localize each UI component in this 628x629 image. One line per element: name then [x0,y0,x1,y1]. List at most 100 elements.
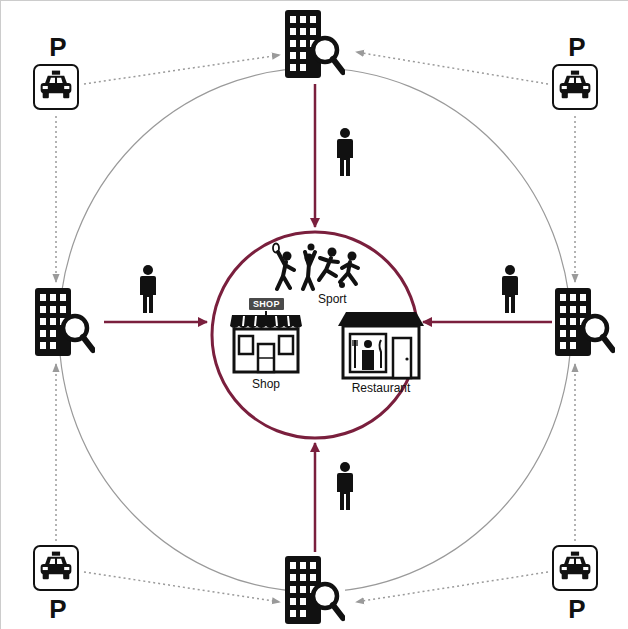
visitor-arrow [104,84,552,552]
shop-outline-part-part [276,316,277,326]
sport-figures-part [339,282,345,288]
shop-outline-part-part [255,316,256,326]
taxi-outline-part [582,92,588,98]
building-search-icon-part [553,286,617,358]
rest-outline-part [350,334,386,372]
rest-outline-part [393,338,411,378]
taxi-outline-part [562,573,568,579]
sport-figures-part [340,262,358,284]
taxi-outline-part [568,78,581,83]
taxi-outline-part [64,86,69,89]
rest-outline-part [353,340,357,346]
rest-outline-part [380,340,382,368]
taxi-outline-part [562,92,568,98]
frame-line-part [0,0,628,1]
rest-outline-part [343,326,419,378]
taxi-outline-part [63,573,69,579]
place-label: Sport [318,293,347,307]
parking-label: P [35,33,81,63]
taxi-outline-part [562,86,567,89]
building-search-icon-part [33,286,97,358]
taxi-outline-part [43,92,49,98]
taxi-outline-part [49,559,62,564]
taxi-parking-box: P [33,64,79,110]
place-label: Restaurant [336,382,426,396]
visitor-arrow-part [314,443,317,552]
taxi-route-part [84,572,280,602]
taxi-outline-part [583,567,588,570]
visitor-arrow-part [104,321,207,324]
shop-icon: SHOPShop [228,298,304,398]
frame-line-part [0,0,1,629]
person-icon [140,128,518,510]
leisure-circle: SportSHOPShopRestaurant [210,230,420,440]
person-icon-part [337,462,353,510]
sport-figures [273,244,358,290]
taxi-parking-box: P [33,545,79,591]
visitor-arrow-part [423,321,552,324]
taxi-route-part [84,55,280,84]
sport-figures-part [348,252,357,261]
taxi-parking-box: P [552,545,598,591]
rest-outline-part [362,350,374,370]
taxi-outline-part [45,76,68,84]
parking-label: P [554,33,600,63]
taxi-outline-part [560,83,591,93]
taxi-outline-part [43,573,49,579]
taxi-outline-part [562,567,567,570]
circle-outline-part [212,232,418,438]
taxi-outline [554,547,596,589]
taxi-outline [554,66,596,108]
rest-outline-part [405,357,408,360]
building-search-icon-part [283,8,347,80]
taxi-outline-part [64,567,69,570]
ring-path [59,68,571,592]
taxi-outline-part [52,552,60,556]
place-label: Shop [228,378,304,392]
rest-outline-part [364,340,372,348]
taxi-outline-part [52,71,60,75]
taxi-outline-part [41,83,72,93]
shop-outline-part-part [243,316,244,326]
taxi-outline-part [41,564,72,574]
taxi-outline-part [49,78,62,83]
sport-figures-part [277,252,294,289]
taxi-outline-part [582,573,588,579]
taxi-route-part [356,572,548,602]
parking-label: P [35,595,81,625]
taxi-route-part [356,52,548,84]
shop-outline-part-part [288,316,289,326]
taxi-route-part [55,116,57,282]
shop-outline-part [258,357,274,359]
shop-outline-part [234,329,298,372]
taxi-outline-part [45,557,68,565]
shop-outline-part [279,336,293,354]
taxi-outline-part [568,559,581,564]
taxi-outline [35,547,77,589]
taxi-route [56,52,575,602]
rest-outline-part [354,340,356,368]
sport-figures-part [308,244,315,251]
taxi-route-part [574,116,576,282]
rest-outline-part [338,312,424,326]
shop-outline-part [239,336,253,354]
sport-figures-part [303,252,315,289]
shop-outline-part [265,311,267,315]
building-search-icon [33,8,617,626]
taxi-outline-part [583,86,588,89]
shop-outline-part [230,315,302,328]
taxi-outline-part [571,71,579,75]
sport-figures-part [319,258,338,280]
taxi-outline-part [564,557,587,565]
taxi-outline [35,66,77,108]
taxi-outline-part [571,552,579,556]
taxi-route-part [55,364,57,541]
person-icon-part [140,265,156,313]
restaurant-icon: Restaurant [336,312,426,400]
taxi-outline-part [560,564,591,574]
person-icon-part [502,265,518,313]
taxi-outline-part [43,86,48,89]
shop-outline-part [243,316,289,326]
